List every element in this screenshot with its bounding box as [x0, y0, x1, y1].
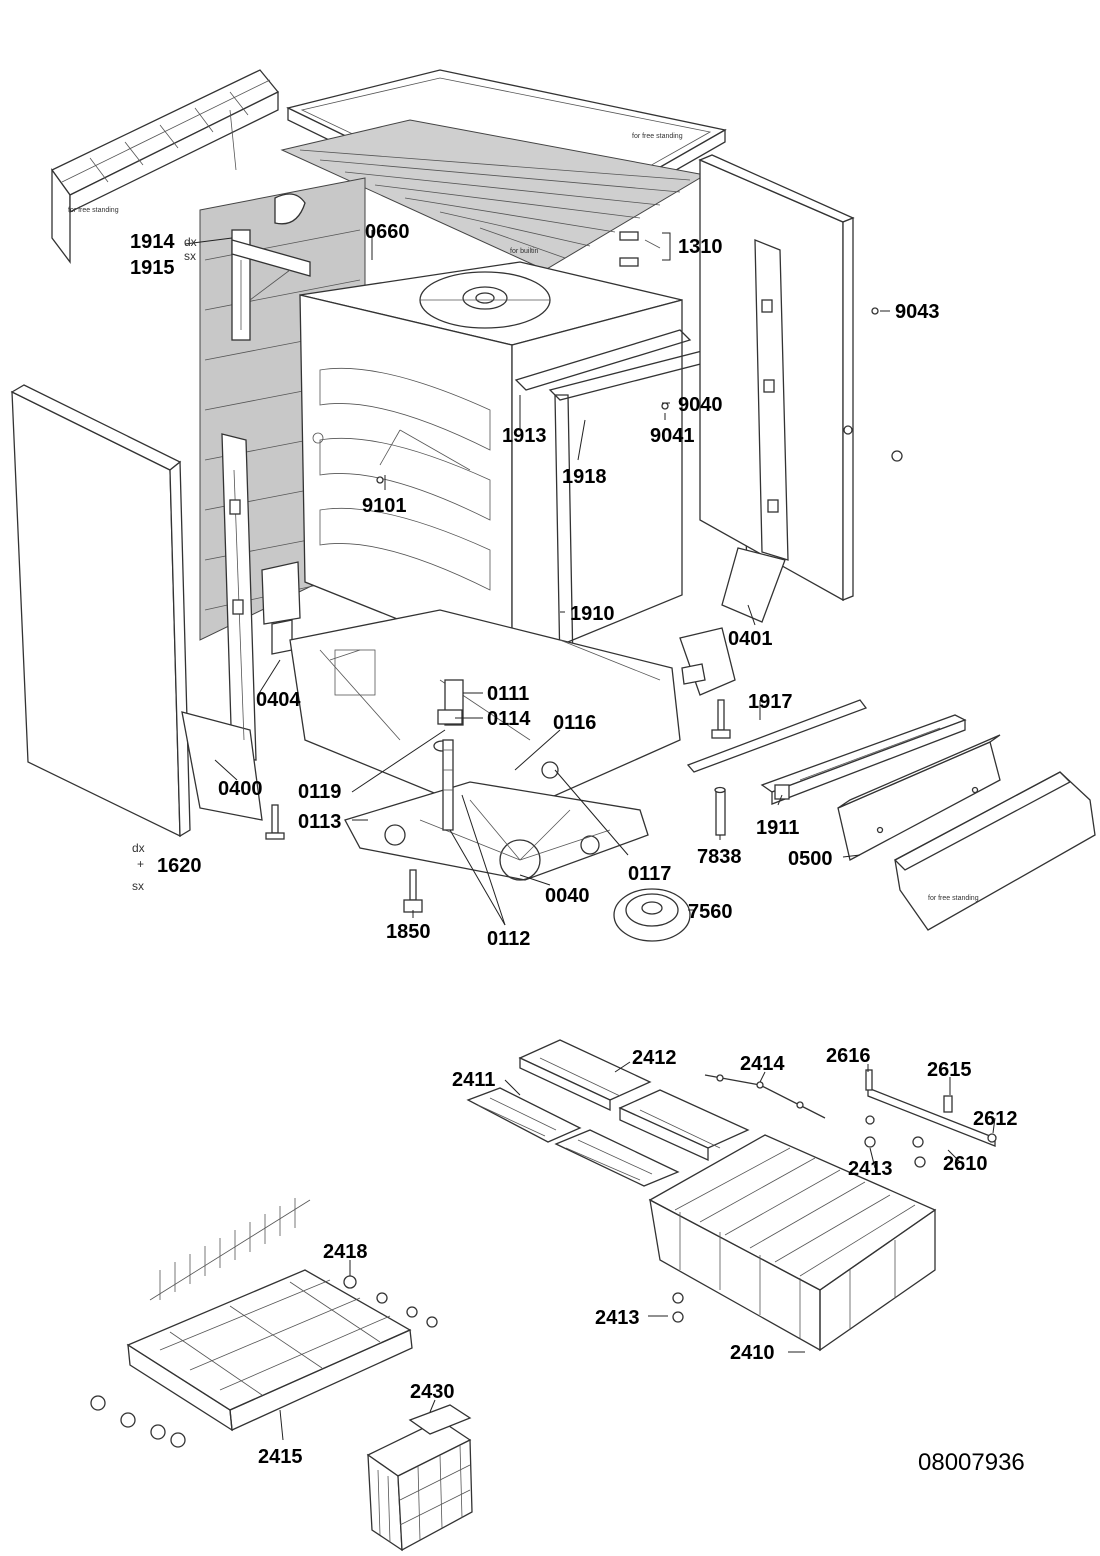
label-2412: 2412 [632, 1047, 677, 1069]
label-plus: + [137, 857, 144, 871]
label-0660: 0660 [365, 221, 410, 243]
label-0400: 0400 [218, 778, 263, 800]
rail-2414 [704, 1074, 826, 1119]
cutlery-basket [366, 1404, 473, 1552]
part-labels-top: 1914 dx sx 1915 0660 1310 9043 9040 9041… [130, 221, 940, 950]
label-2410: 2410 [730, 1342, 775, 1364]
label-0111: 0111 [487, 683, 529, 705]
hinge-bracket [231, 229, 311, 341]
tub-cabinet [299, 261, 683, 666]
plinth-free-standing: for free standing [893, 771, 1096, 931]
label-1310: 1310 [678, 236, 723, 258]
label-1914: 1914 [130, 231, 175, 253]
label-1911: 1911 [756, 817, 799, 839]
left-side-panel [10, 384, 191, 838]
label-2610: 2610 [943, 1153, 988, 1175]
basket-runners [864, 1069, 997, 1168]
plinth-panel [837, 734, 1001, 861]
label-2430: 2430 [410, 1381, 455, 1403]
label-7838: 7838 [697, 846, 742, 868]
note-free-standing-left: for free standing [68, 207, 119, 214]
label-0117: 0117 [628, 863, 671, 885]
label-9040: 9040 [678, 394, 723, 416]
seal-strip [686, 699, 868, 773]
label-sx-top: sx [184, 249, 196, 263]
label-1918: 1918 [562, 466, 607, 488]
cutlery-trays [466, 1039, 750, 1187]
upper-basket [648, 1134, 937, 1352]
plinth-rail [760, 714, 967, 805]
label-0401: 0401 [728, 628, 773, 650]
note-free-standing-plinth: for free standing [928, 895, 979, 902]
label-9101: 9101 [362, 495, 407, 517]
right-mounting-rail [721, 239, 789, 623]
leader-lines [184, 230, 890, 926]
label-2615: 2615 [927, 1059, 972, 1081]
label-9043: 9043 [895, 301, 940, 323]
label-sx-bottom: sx [132, 879, 144, 893]
leader-lines-bottom [279, 1061, 996, 1441]
note-free-standing-top: for free standing [632, 133, 683, 140]
door-spring-bracket [679, 627, 736, 696]
label-2418: 2418 [323, 1241, 368, 1263]
pin-7838 [714, 786, 726, 836]
label-0113: 0113 [298, 811, 341, 833]
label-0040: 0040 [545, 885, 590, 907]
label-9041: 9041 [650, 425, 695, 447]
note-built-in: for builtin [510, 248, 539, 255]
label-2415: 2415 [258, 1446, 303, 1468]
label-dx-bottom: dx [132, 841, 145, 855]
label-1910: 1910 [570, 603, 615, 625]
label-2414: 2414 [740, 1053, 785, 1075]
label-2413-upper: 2413 [848, 1158, 893, 1180]
lower-basket [90, 1198, 438, 1448]
label-0114: 0114 [487, 708, 531, 730]
label-2411: 2411 [452, 1069, 495, 1091]
label-0404: 0404 [256, 689, 301, 711]
drain-pump [613, 888, 691, 942]
base-tray [344, 781, 649, 881]
label-2612: 2612 [973, 1108, 1018, 1130]
label-1850: 1850 [386, 921, 431, 943]
label-1620: 1620 [157, 855, 202, 877]
top-rear-bracket: for free standing [51, 69, 280, 264]
label-7560: 7560 [688, 901, 733, 923]
label-0500: 0500 [788, 848, 833, 870]
label-1917: 1917 [748, 691, 793, 713]
label-0116: 0116 [553, 712, 596, 734]
label-1915: 1915 [130, 257, 175, 279]
small-fasteners [376, 307, 903, 484]
insulation-mat-top: for builtin [280, 119, 707, 271]
label-1913: 1913 [502, 425, 547, 447]
part-labels-bottom: 2412 2414 2616 2615 2411 2612 2413 2610 … [258, 1045, 1018, 1468]
label-2616: 2616 [826, 1045, 871, 1067]
base-sump-assembly [289, 609, 681, 821]
label-2413-lower: 2413 [595, 1307, 640, 1329]
label-dx-top: dx [184, 235, 197, 249]
label-0112: 0112 [487, 928, 530, 950]
label-0119: 0119 [298, 781, 341, 803]
document-id: 08007936 [918, 1449, 1025, 1476]
bracket-1310 [619, 231, 661, 267]
